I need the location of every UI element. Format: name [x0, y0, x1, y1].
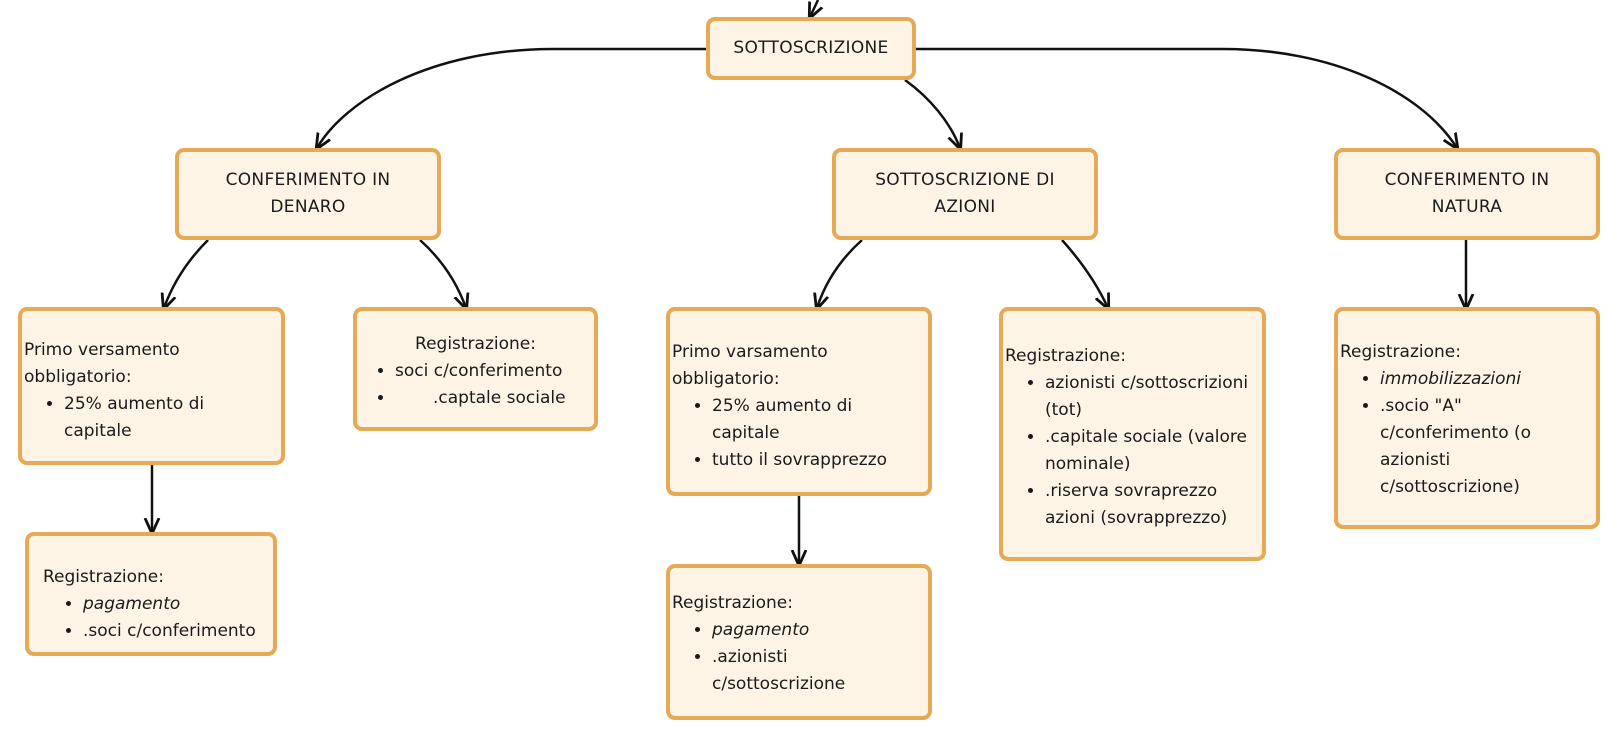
azioni-pag-heading: Registrazione: [672, 593, 793, 613]
azioni-pag-list: pagamento .azionisti c/sottoscrizione [672, 617, 922, 698]
node-denaro-primo-versamento[interactable]: Primo versamento obbligatorio: 25% aumen… [18, 307, 285, 465]
edge-root-azioni [904, 78, 960, 148]
node-natura-registrazione[interactable]: Registrazione: immobilizzazioni .socio "… [1334, 307, 1600, 529]
list-item: 25% aumento di capitale [64, 391, 275, 445]
list-item: .azionisti c/sottoscrizione [712, 644, 922, 698]
list-item: pagamento [712, 617, 922, 644]
azioni-title-line1: SOTTOSCRIZIONE DI [875, 170, 1055, 190]
list-item: immobilizzazioni [1380, 366, 1590, 393]
natura-title-line2: NATURA [1431, 197, 1503, 217]
node-denaro-pagamento[interactable]: Registrazione: pagamento .soci c/conferi… [25, 532, 277, 656]
edge-azioni-reg [1061, 239, 1108, 308]
denaro-title-line2: DENARO [270, 197, 346, 217]
list-item: .captale sociale [395, 385, 590, 412]
node-denaro-registrazione[interactable]: Registrazione: soci c/conferimento .capt… [353, 307, 598, 431]
azioni-primo-heading-1: Primo varsamento [672, 342, 828, 362]
node-conferimento-natura[interactable]: CONFERIMENTO IN NATURA [1334, 148, 1600, 240]
root-label: SOTTOSCRIZIONE [733, 38, 889, 58]
denaro-pag-list: pagamento .soci c/conferimento [43, 591, 267, 645]
edge-root-denaro [317, 47, 706, 148]
list-item: 25% aumento di capitale [712, 393, 922, 447]
list-item: .soci c/conferimento [83, 618, 267, 645]
list-item: .capitale sociale (valore nominale) [1045, 424, 1256, 478]
edge-azioni-primo [817, 239, 863, 308]
edge-denaro-reg [419, 239, 466, 308]
edge-denaro-primo [164, 239, 209, 308]
edge-incoming [810, 0, 818, 17]
natura-reg-heading: Registrazione: [1340, 342, 1461, 362]
node-conferimento-denaro[interactable]: CONFERIMENTO IN DENARO [175, 148, 441, 240]
edge-root-natura [916, 47, 1457, 148]
node-azioni-primo-versamento[interactable]: Primo varsamento obbligatorio: 25% aumen… [666, 307, 932, 496]
natura-reg-list: immobilizzazioni .socio "A" c/conferimen… [1340, 366, 1590, 501]
azioni-primo-list: 25% aumento di capitale tutto il sovrapp… [672, 393, 922, 474]
list-item: pagamento [83, 591, 267, 618]
azioni-reg-list: azionisti c/sottoscrizioni (tot) .capita… [1005, 370, 1256, 532]
node-azioni-pagamento[interactable]: Registrazione: pagamento .azionisti c/so… [666, 564, 932, 720]
node-azioni-registrazione[interactable]: Registrazione: azionisti c/sottoscrizion… [999, 307, 1266, 561]
denaro-primo-heading-2: obbligatorio: [24, 367, 132, 387]
denaro-reg-heading: Registrazione: [415, 334, 536, 354]
denaro-pag-heading: Registrazione: [43, 567, 164, 587]
list-item: soci c/conferimento [395, 358, 590, 385]
denaro-title-line1: CONFERIMENTO IN [225, 170, 391, 190]
list-item: tutto il sovrapprezzo [712, 447, 922, 474]
azioni-primo-heading-2: obbligatorio: [672, 369, 780, 389]
natura-title-line1: CONFERIMENTO IN [1384, 170, 1550, 190]
list-item: .riserva sovraprezzo azioni (sovrapprezz… [1045, 478, 1256, 532]
list-item: .socio "A" c/conferimento (o azionisti c… [1380, 393, 1590, 501]
denaro-primo-list: 25% aumento di capitale [24, 391, 275, 445]
denaro-primo-heading-1: Primo versamento [24, 340, 180, 360]
azioni-reg-heading: Registrazione: [1005, 346, 1126, 366]
azioni-title-line2: AZIONI [934, 197, 996, 217]
list-item: azionisti c/sottoscrizioni (tot) [1045, 370, 1256, 424]
root-node[interactable]: SOTTOSCRIZIONE [706, 17, 916, 80]
node-sottoscrizione-azioni[interactable]: SOTTOSCRIZIONE DI AZIONI [832, 148, 1098, 240]
denaro-reg-list: soci c/conferimento .captale sociale [361, 358, 590, 412]
